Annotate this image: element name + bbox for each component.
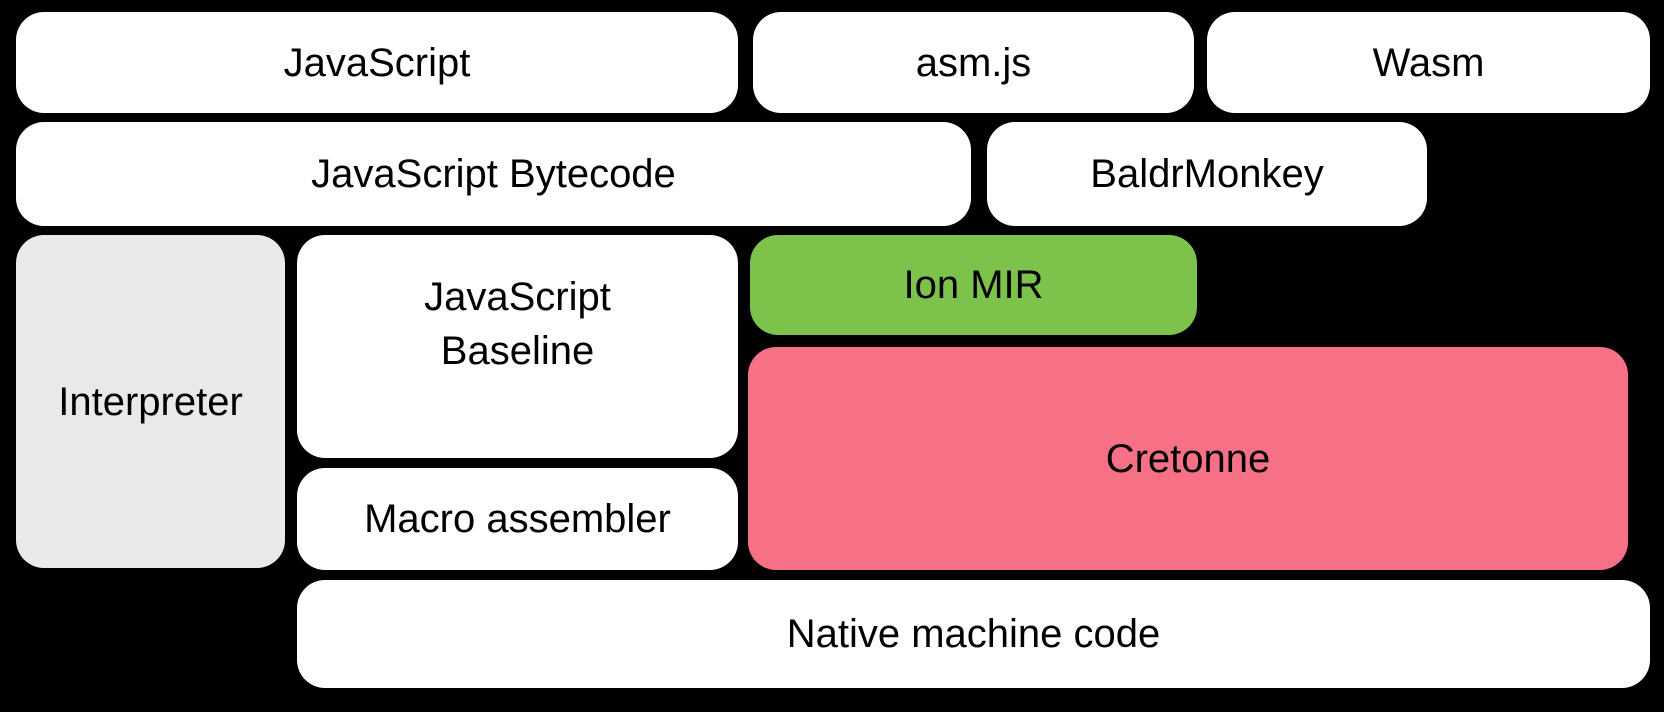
box-native-machine-code: Native machine code — [297, 580, 1650, 688]
box-javascript: JavaScript — [16, 12, 738, 113]
box-label-macro-assembler: Macro assembler — [364, 497, 671, 541]
box-label-asmjs: asm.js — [915, 40, 1032, 85]
box-javascript-baseline: JavaScript Baseline — [297, 235, 738, 458]
box-label-baldrmonkey: BaldrMonkey — [1090, 152, 1324, 196]
box-label-javascript-baseline: JavaScript Baseline — [424, 274, 611, 373]
box-cretonne: Cretonne — [748, 347, 1628, 570]
box-label-javascript: JavaScript — [283, 40, 471, 85]
box-ion-mir: Ion MIR — [750, 235, 1197, 335]
box-baldrmonkey: BaldrMonkey — [987, 122, 1427, 226]
box-asmjs: asm.js — [753, 12, 1194, 113]
box-label-wasm: Wasm — [1372, 40, 1485, 85]
box-javascript-bytecode: JavaScript Bytecode — [16, 122, 971, 226]
box-label-javascript-bytecode: JavaScript Bytecode — [311, 152, 676, 196]
box-macro-assembler: Macro assembler — [297, 468, 738, 570]
box-label-interpreter: Interpreter — [58, 379, 243, 424]
box-wasm: Wasm — [1207, 12, 1650, 113]
box-label-native-machine-code: Native machine code — [786, 612, 1161, 656]
box-label-ion-mir: Ion MIR — [903, 263, 1044, 307]
box-interpreter: Interpreter — [16, 235, 285, 568]
box-label-cretonne: Cretonne — [1105, 436, 1271, 481]
